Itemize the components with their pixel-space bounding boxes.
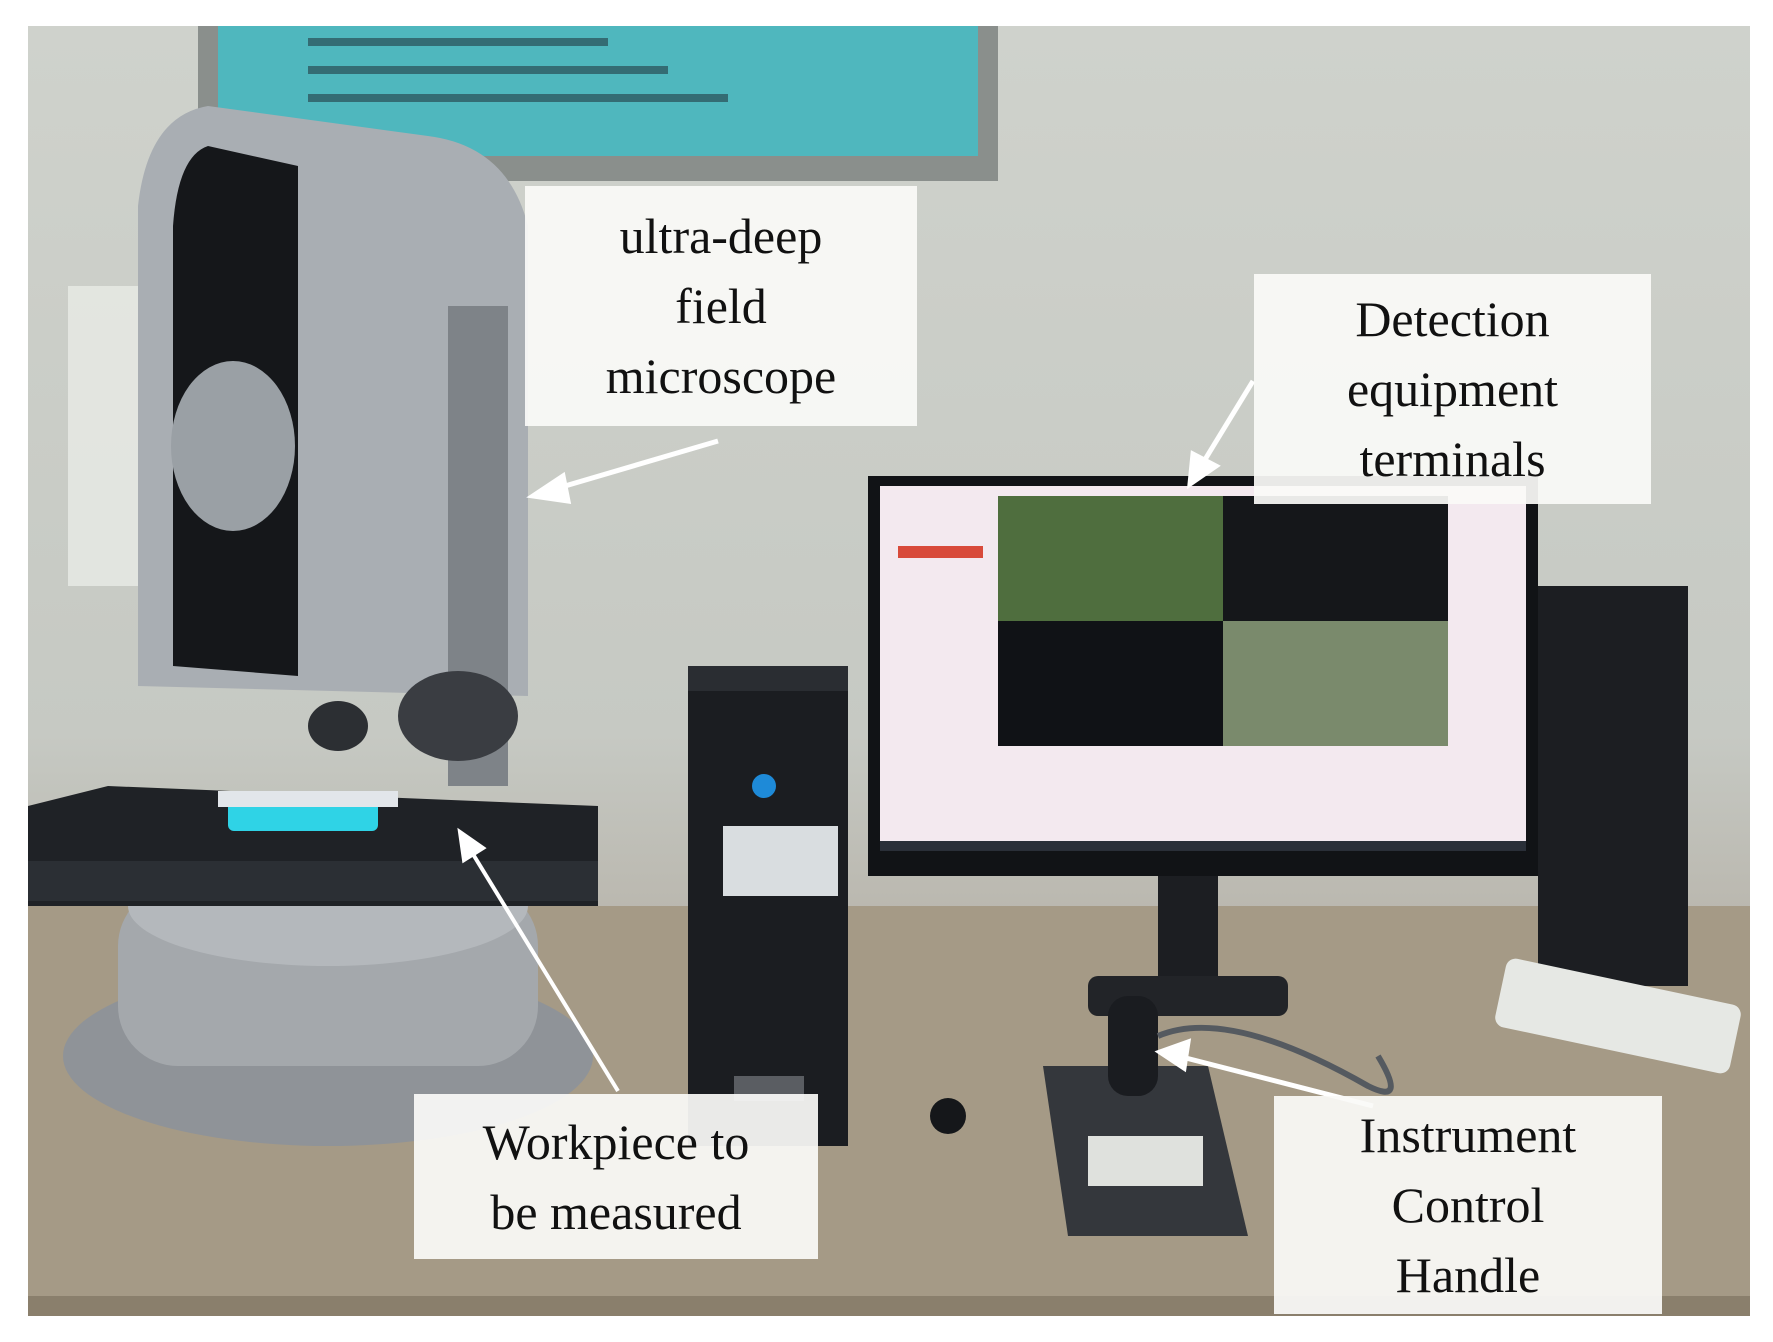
stage-glow [228,801,378,831]
microscope-lens [398,671,518,761]
monitor-image-1 [998,496,1223,621]
pc-tower [688,666,848,1146]
poster-text-lines [308,38,728,102]
label-handle: Instrument Control Handle [1274,1096,1662,1314]
power-strip [1495,958,1741,1074]
pc-sticker [723,826,838,896]
label-workpiece-text: Workpiece to be measured [482,1113,750,1240]
photo: ultra-deep field microscope Detection eq… [28,26,1750,1316]
label-handle-text: Instrument Control Handle [1359,1107,1577,1303]
stage-plate [28,861,598,901]
back-pc [1538,586,1688,986]
label-microscope-text: ultra-deep field microscope [605,208,837,404]
label-terminals-text: Detection equipment terminals [1346,291,1559,487]
label-microscope: ultra-deep field microscope [525,186,917,426]
monitor-taskbar [880,841,1526,851]
monitor-image-3 [998,621,1223,746]
monitor-stand [1158,876,1218,986]
cable [1156,1024,1394,1095]
power-icon [752,774,776,798]
desk-knob [930,1098,966,1134]
control-handle-stick [1108,996,1158,1096]
arrow-microscope [526,438,719,504]
arrow-workpiece [457,827,620,1093]
monitor-image-2 [1223,496,1448,621]
arrow-terminals [1186,379,1256,490]
pc-tower-top [688,666,848,691]
monitor-image-4 [1223,621,1448,746]
handle-display [1088,1136,1203,1186]
label-workpiece: Workpiece to be measured [414,1094,818,1259]
side-knob [308,701,368,751]
monitor-colorbar [898,546,983,558]
label-terminals: Detection equipment terminals [1254,274,1651,504]
workpiece-holder [218,791,398,807]
microscope-logo-plate [171,361,295,531]
